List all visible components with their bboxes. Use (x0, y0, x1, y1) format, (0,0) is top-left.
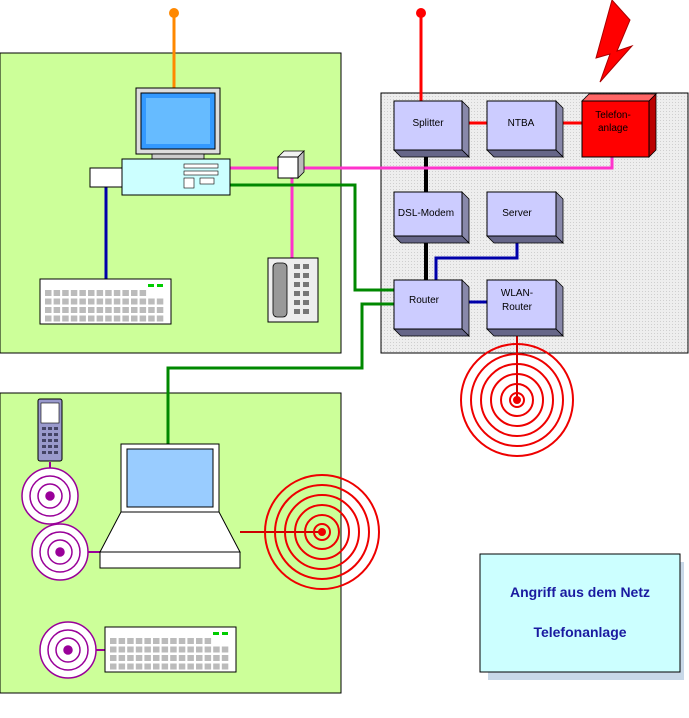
device-ntba: NTBA (486, 100, 564, 158)
device-splitter: Splitter (393, 100, 470, 158)
laptop-cordless-signal-icon (31, 523, 89, 581)
legend-title: Angriff aus dem Netz (510, 584, 650, 600)
ntba-label: NTBA (508, 118, 535, 129)
antenna-orange (169, 8, 179, 92)
keyboard-icon (39, 278, 172, 325)
server-label: Server (502, 208, 532, 219)
device-wlan-router: WLAN- Router (486, 279, 564, 337)
desk-phone-icon (267, 257, 319, 323)
laptop-wlan-signal-icon (264, 474, 380, 590)
telefonanlage-label-line2: anlage (598, 123, 628, 134)
device-dsl-modem: DSL-Modem (393, 191, 470, 244)
wlan-router-label-line2: Router (502, 302, 533, 313)
connection-lines (49, 121, 614, 651)
keyboard-cordless-signal-icon (39, 621, 97, 679)
laptop-icon (99, 443, 241, 569)
legend-box: Angriff aus dem Netz Telefonanlage (479, 553, 684, 680)
device-server: Server (486, 191, 564, 244)
router-label: Router (409, 295, 440, 306)
switch-box-icon (277, 150, 305, 179)
antenna-red (416, 8, 426, 102)
lightning-bolt-icon (595, 0, 634, 83)
telefonanlage-label-line1: Telefon- (595, 110, 631, 121)
mobile-phone-icon (37, 398, 63, 462)
device-router: Router (393, 279, 470, 337)
splitter-label: Splitter (412, 118, 444, 129)
wlan-signal-icon (460, 343, 574, 457)
device-telefonanlage: Telefon- anlage (581, 93, 657, 158)
mobile-signal-icon (21, 467, 79, 525)
legend-subtitle: Telefonanlage (533, 624, 626, 640)
dsl-modem-label: DSL-Modem (398, 208, 454, 219)
wireless-keyboard-icon (104, 626, 237, 673)
desktop-computer-icon (89, 87, 231, 196)
wlan-router-label-line1: WLAN- (501, 288, 533, 299)
